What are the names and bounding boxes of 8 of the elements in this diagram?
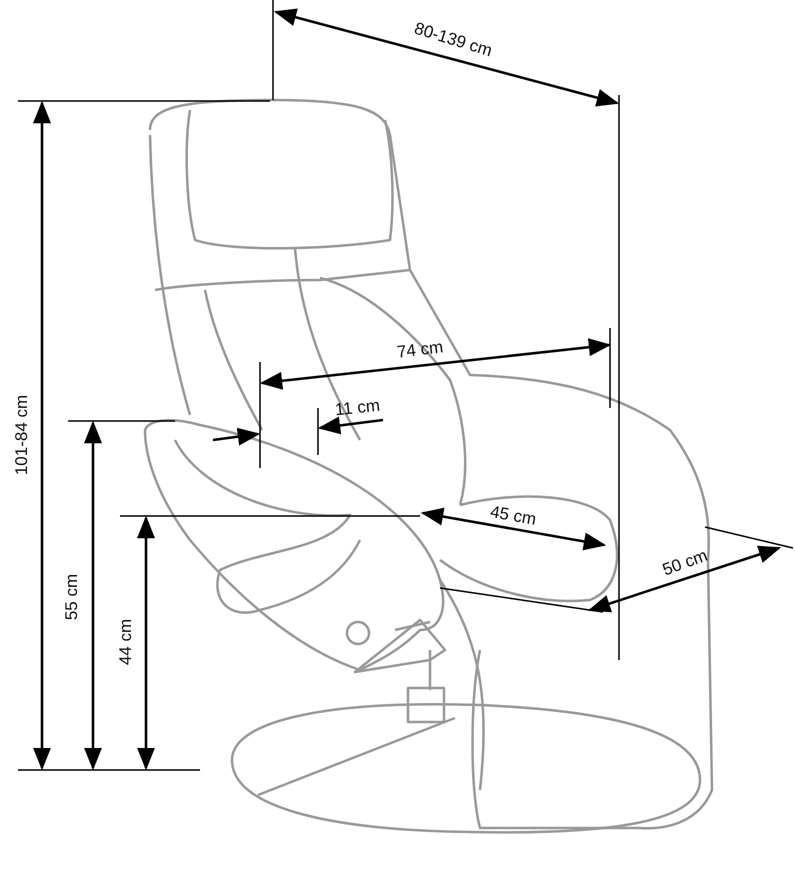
dimension-label: 50 cm: [660, 546, 710, 580]
dimension-label: 11 cm: [334, 396, 380, 420]
dimension-label: 74 cm: [396, 338, 444, 362]
dimension-label: 80-139 cm: [412, 20, 494, 60]
dimension-label: 55 cm: [63, 574, 82, 620]
dimension-label: 45 cm: [488, 503, 538, 529]
dimension-label: 101-84 cm: [13, 394, 32, 476]
dimension-label: 44 cm: [117, 618, 136, 666]
